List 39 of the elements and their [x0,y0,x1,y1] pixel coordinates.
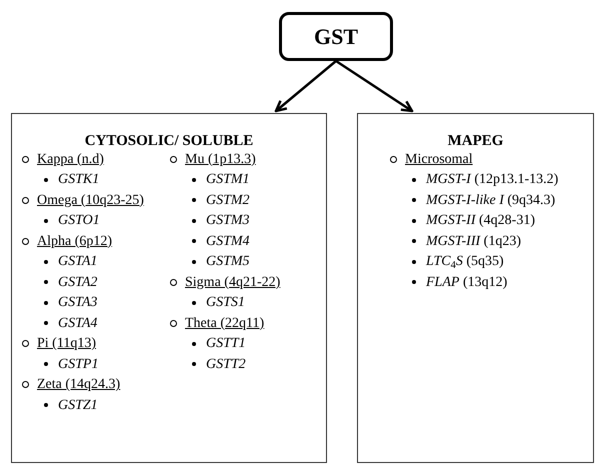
panel-heading: MAPEG [446,132,504,151]
arrow [274,60,337,112]
group-name: Omega (10q23-25) [37,192,144,210]
gene-name: GSTM1 [206,171,250,190]
group-name: Kappa (n.d) [37,150,104,169]
gene-name: GSTM5 [206,253,250,272]
gene-name: FLAP (13q12) [426,274,508,292]
group-name: Zeta (14q24.3) [37,376,120,394]
group-name: Pi (11q13) [37,335,96,354]
gene-name: MGST-I (12p13.1-13.2) [426,171,558,190]
group-name: Alpha (6p12) [37,232,112,251]
group-name: Microsomal [405,150,473,169]
gene-name: MGST-III (1q23) [426,232,521,251]
gene-name: GSTM3 [206,212,250,230]
group-name: Mu (1p13.3) [185,150,256,169]
gene-name: MGST-II (4q28-31) [426,212,536,230]
category-panel [357,113,594,463]
gene-name: GSTT2 [206,356,246,374]
gene-name: GSTM4 [206,232,250,251]
root-label: GST [314,23,358,51]
panel-heading: CYTOSOLIC/ SOLUBLE [84,132,254,151]
gene-name: GSTA4 [58,314,98,333]
gene-name: GSTO1 [58,212,100,230]
gene-name: LTC$_{4}$S (5q35) [426,253,504,272]
gene-name: GSTK1 [58,171,100,190]
group-name: Sigma (4q21-22) [185,274,280,292]
gene-name: GSTM2 [206,192,250,210]
gene-name: GSTZ1 [58,396,98,415]
gene-name: GSTA2 [58,274,98,292]
gene-name: GSTT1 [206,335,246,354]
group-name: Theta (22q11) [185,314,264,333]
gene-name: GSTA1 [58,253,98,272]
gene-name: GSTA3 [58,294,98,312]
gene-name: MGST-I-like I (9q34.3) [426,192,556,210]
gene-name: GSTS1 [206,294,245,312]
root-box [279,12,393,61]
gene-name: GSTP1 [58,356,98,374]
arrow [335,60,414,112]
category-panel [11,113,327,463]
